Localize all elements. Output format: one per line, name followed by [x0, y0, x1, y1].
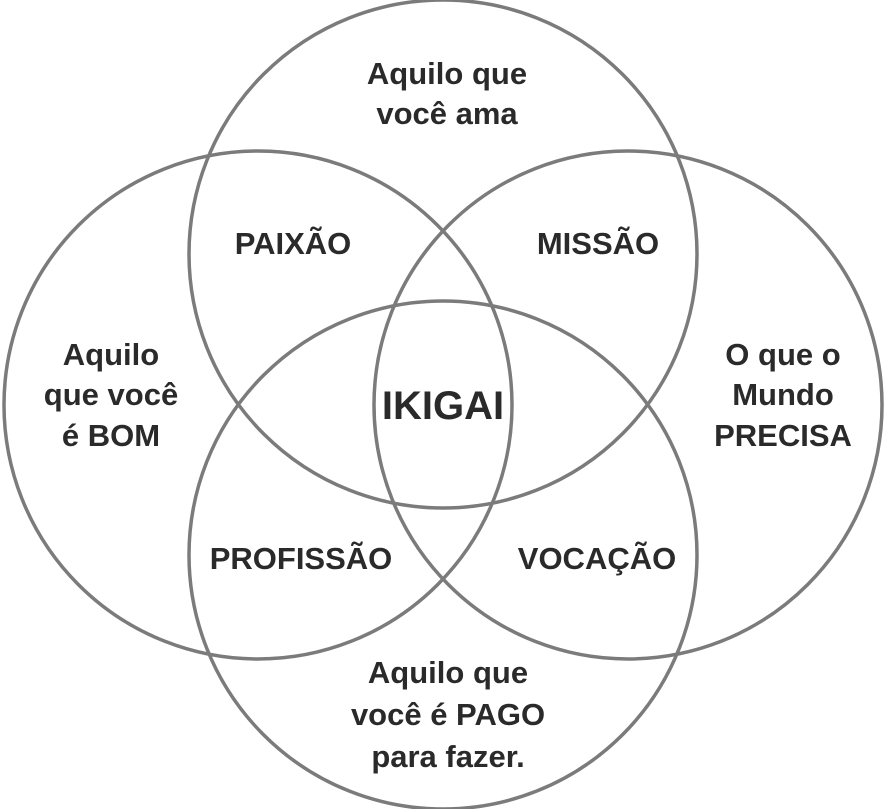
label-good-at-line-1: Aquilo [63, 337, 159, 372]
label-love-line-2: você ama [376, 96, 518, 131]
overlap-passion: PAIXÃO [235, 226, 352, 261]
overlap-mission: MISSÃO [537, 226, 659, 261]
label-paid-for-line-2: você é PAGO [351, 697, 545, 732]
overlap-vocation: VOCAÇÃO [518, 541, 676, 576]
circle-world-needs [372, 149, 884, 661]
label-paid-for-line-3: para fazer. [371, 739, 524, 774]
overlap-profession: PROFISSÃO [210, 541, 393, 576]
overlap-ikigai-center: IKIGAI [382, 384, 504, 428]
label-world-needs-line-3: PRECISA [714, 418, 852, 453]
label-good-at-line-3: é BOM [62, 418, 160, 453]
label-paid-for-line-1: Aquilo que [368, 655, 528, 690]
label-world-needs-line-1: O que o [725, 337, 840, 372]
label-world-needs-line-2: Mundo [732, 377, 834, 412]
label-love-line-1: Aquilo que [367, 56, 527, 91]
circle-good-at [2, 149, 514, 661]
circle-paid-for [187, 299, 699, 809]
circle-love [187, 0, 699, 510]
label-good-at-line-2: que você [44, 377, 178, 412]
